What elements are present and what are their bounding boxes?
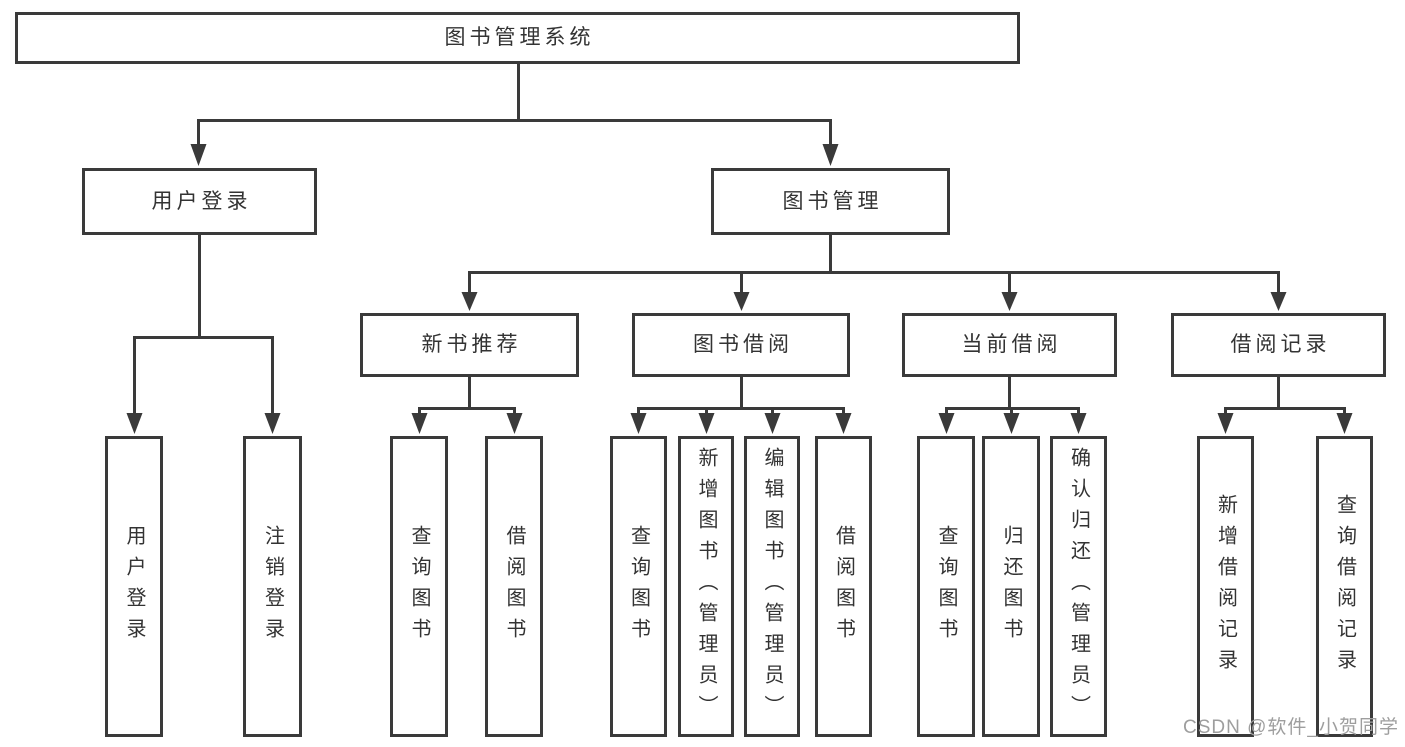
arrowhead-borrow-add-book (698, 413, 715, 434)
node-root: 图书管理系统 (15, 12, 1020, 64)
arrowhead-recommend-borrow-book (506, 413, 523, 434)
arrowhead-current-borrow (1001, 292, 1018, 311)
arrowhead-record-add-record (1217, 413, 1234, 434)
node-borrow-query-book: 查询图书 (610, 436, 667, 737)
connector-group-borrow-record (1217, 375, 1353, 434)
connector-group-user-login (126, 233, 281, 434)
arrowhead-current-query-book (938, 413, 955, 434)
node-borrow-record: 借阅记录 (1171, 313, 1386, 377)
node-current-query-book: 查询图书 (917, 436, 975, 737)
arrowhead-recommend-query-book (411, 413, 428, 434)
arrowhead-user-login (190, 144, 207, 166)
connector-group-book-management (461, 233, 1287, 311)
arrowhead-borrow-edit-book (764, 413, 781, 434)
arrowhead-borrow-borrow-book (835, 413, 852, 434)
node-record-add-record: 新增借阅记录 (1197, 436, 1254, 737)
node-user-login: 用户登录 (82, 168, 317, 235)
node-recommend-borrow-book: 借阅图书 (485, 436, 543, 737)
connector-group-book-borrow (630, 375, 852, 434)
connector-group-root (190, 62, 839, 166)
arrowhead-borrow-query-book (630, 413, 647, 434)
arrowhead-leaf-logout (264, 413, 281, 434)
arrowhead-new-book-recommend (461, 292, 478, 311)
node-current-return-book: 归还图书 (982, 436, 1040, 737)
node-current-borrow: 当前借阅 (902, 313, 1117, 377)
arrowhead-leaf-user-login (126, 413, 143, 434)
node-current-confirm-return: 确认归还（管理员） (1050, 436, 1107, 737)
node-borrow-edit-book: 编辑图书（管理员） (744, 436, 800, 737)
node-new-book-recommend: 新书推荐 (360, 313, 579, 377)
csdn-watermark: CSDN @软件_小贺同学 (1183, 717, 1399, 738)
node-book-borrow: 图书借阅 (632, 313, 850, 377)
arrowhead-borrow-record (1270, 292, 1287, 311)
arrowhead-record-query-record (1336, 413, 1353, 434)
node-record-query-record: 查询借阅记录 (1316, 436, 1373, 737)
node-leaf-user-login: 用户登录 (105, 436, 163, 737)
node-borrow-borrow-book: 借阅图书 (815, 436, 872, 737)
node-borrow-add-book: 新增图书（管理员） (678, 436, 734, 737)
arrowhead-current-confirm-return (1070, 413, 1087, 434)
connector-group-current-borrow (938, 375, 1087, 434)
node-recommend-query-book: 查询图书 (390, 436, 448, 737)
node-book-management: 图书管理 (711, 168, 950, 235)
node-leaf-logout: 注销登录 (243, 436, 302, 737)
arrowhead-current-return-book (1003, 413, 1020, 434)
arrowhead-book-management (822, 144, 839, 166)
arrowhead-book-borrow (733, 292, 750, 311)
connector-group-new-book-recommend (411, 375, 523, 434)
